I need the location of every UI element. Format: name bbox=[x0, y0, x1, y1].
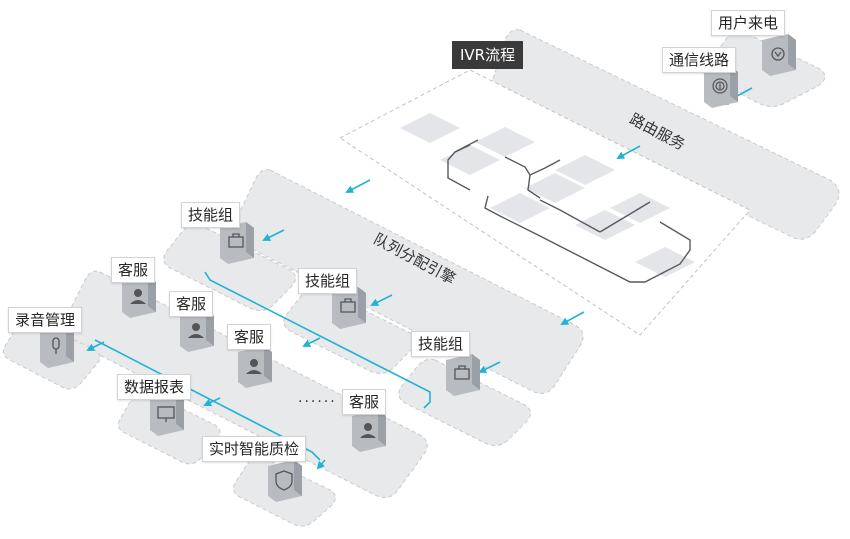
skill-group-device-2 bbox=[332, 287, 366, 329]
qa-device bbox=[268, 460, 302, 502]
phone-icon bbox=[771, 47, 785, 61]
label-user-call: 用户来电 bbox=[711, 10, 786, 36]
ivr-connectors bbox=[447, 139, 691, 283]
label-agent-4: 客服 bbox=[342, 389, 387, 415]
skill-group-device-1 bbox=[220, 222, 254, 264]
label-skill-group-3: 技能组 bbox=[411, 331, 471, 357]
label-comm-line: 通信线路 bbox=[662, 47, 737, 73]
label-agent-1: 客服 bbox=[111, 257, 156, 283]
platform-routing bbox=[491, 29, 840, 240]
agent-headset-icon bbox=[130, 289, 146, 304]
agent-device-2 bbox=[180, 310, 214, 352]
agent-headset-icon bbox=[188, 323, 204, 338]
label-skill-group-1: 技能组 bbox=[181, 202, 241, 228]
platform-skill-1 bbox=[163, 223, 296, 312]
label-skill-group-2: 技能组 bbox=[298, 268, 358, 294]
briefcase-icon bbox=[228, 233, 244, 248]
agent-headset-icon bbox=[360, 423, 376, 438]
platform-queue bbox=[231, 169, 584, 394]
reports-device bbox=[150, 394, 184, 436]
platforms bbox=[2, 27, 840, 527]
label-agent-3: 客服 bbox=[227, 324, 272, 350]
platform-skill-3 bbox=[398, 358, 531, 447]
agent-device-3 bbox=[238, 346, 272, 388]
devices bbox=[40, 34, 796, 502]
ellipsis: ...... bbox=[298, 390, 337, 406]
skill-group-device-3 bbox=[446, 354, 480, 396]
label-agent-2: 客服 bbox=[169, 291, 214, 317]
comm-line-device bbox=[704, 66, 738, 108]
briefcase-icon bbox=[454, 365, 470, 380]
microphone-icon bbox=[52, 337, 60, 354]
label-ivr: IVR流程 bbox=[452, 41, 524, 69]
recording-device bbox=[40, 326, 74, 368]
label-qa: 实时智能质检 bbox=[202, 436, 307, 462]
label-recording: 录音管理 bbox=[8, 307, 83, 333]
agent-headset-icon bbox=[246, 359, 262, 374]
agent-device-4 bbox=[352, 410, 386, 452]
label-reports: 数据报表 bbox=[117, 374, 192, 400]
fingerprint-icon bbox=[712, 78, 728, 94]
briefcase-icon bbox=[340, 298, 356, 313]
agent-device-1 bbox=[122, 276, 156, 318]
user-call-device bbox=[762, 34, 796, 76]
report-screen-icon bbox=[157, 406, 175, 422]
shield-icon bbox=[275, 470, 293, 491]
